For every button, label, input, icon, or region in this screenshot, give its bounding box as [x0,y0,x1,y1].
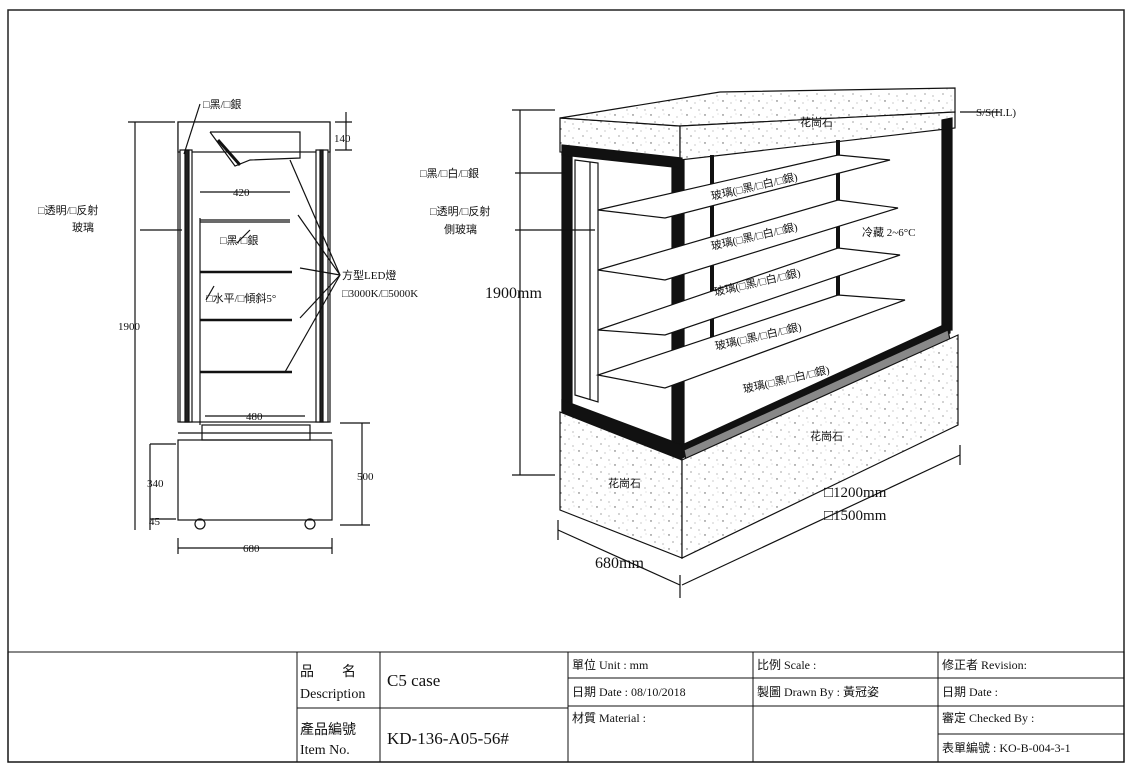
dim-foot: 45 [149,516,161,528]
led-light-label: 方型LED燈 [342,268,396,282]
title-block-text: 品 名 Description C5 case 產品編號 Item No. KD… [300,657,1071,758]
revision-date-field: 日期 Date : [942,685,998,699]
side-view-labels: □黑/□銀 140 420 1900 480 340 45 500 680 □透… [38,97,418,555]
side-color-options: □黑/□銀 [203,97,241,111]
dim-shelf-width: 420 [233,187,250,199]
description-label-zh: 品 名 [300,664,356,680]
temperature-label: 冷藏 2~6°C [862,226,915,239]
title-block [7,651,1125,763]
drawn-by-field: 製圖 Drawn By : 黃冠姿 [757,685,879,699]
shelf-angle-options: □水平/□傾斜5° [206,291,276,305]
iso-view [512,87,1000,598]
date-field: 日期 Date : 08/10/2018 [572,685,686,699]
item-label-en: Item No. [300,743,350,758]
shelf-1 [597,154,891,219]
shelf-4 [595,294,906,389]
top-material-label: 花崗石 [800,116,833,129]
item-label-zh: 產品編號 [300,721,356,738]
form-number-field: 表單編號 : KO-B-004-3-1 [942,740,1071,755]
item-number: KD-136-A05-56# [387,729,509,748]
checked-by-field: 審定 Checked By : [942,710,1034,725]
side-glass-label-1: □透明/□反射 [430,204,490,218]
led-options: □3000K/□5000K [342,288,418,300]
dim-depth: 680 [243,543,260,555]
dim-canopy: 140 [334,133,351,145]
shelf-2 [597,199,899,281]
frame-color-options: □黑/□白/□銀 [420,166,479,180]
width-option-1: □1200mm [824,485,887,501]
base-side-material: 花崗石 [810,430,843,443]
glass-label-line1: □透明/□反射 [38,203,98,217]
glass-label-line2: 玻璃 [72,220,94,234]
iso-height-label: 1900mm [485,285,542,302]
unit-field: 單位 Unit : mm [572,657,649,672]
side-glass [574,159,599,403]
bracket-color-options: □黑/□銀 [220,233,258,247]
description-label-en: Description [300,687,365,702]
granite-top-side [679,111,956,161]
iso-depth-label: 680mm [595,555,644,572]
granite-base-side [681,334,959,559]
base-front-material: 花崗石 [608,477,641,490]
material-field: 材質 Material : [572,710,646,725]
dim-base-height: 340 [147,478,164,490]
revision-field: 修正者 Revision: [942,657,1027,672]
dim-bottom-shelf: 480 [246,411,263,423]
width-option-2: □1500mm [824,508,887,524]
side-glass-label-2: 側玻璃 [444,222,477,236]
side-base [177,439,333,521]
dim-base-total: 500 [357,471,374,483]
dim-overall-height: 1900 [118,321,141,333]
description-value: C5 case [387,671,440,690]
scale-field: 比例 Scale : [757,658,816,672]
side-view [128,103,370,554]
stainless-label: S/S(H.L) [976,107,1016,119]
caster-wheel [304,518,316,530]
shelf-3 [597,247,901,336]
caster-wheel [194,518,206,530]
